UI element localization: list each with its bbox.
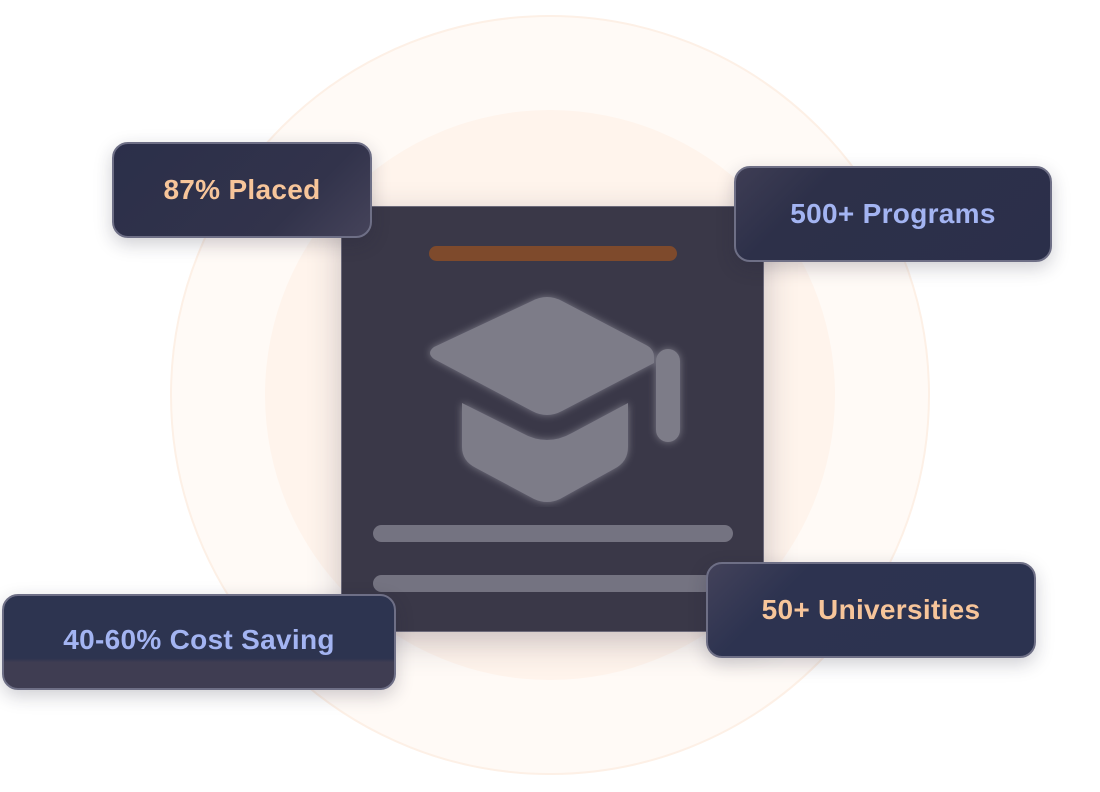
badge-label: 87% Placed xyxy=(163,174,321,205)
graduation-cap-icon xyxy=(430,297,680,502)
badge-label: 50+ Universities xyxy=(761,594,981,625)
education-card xyxy=(341,206,764,632)
stat-badge-universities: 50+ Universities xyxy=(706,562,1036,658)
stat-badge-placed: 87% Placed xyxy=(112,142,372,238)
badge-label: 500+ Programs xyxy=(790,198,996,229)
stat-badge-programs: 500+ Programs xyxy=(734,166,1052,262)
placeholder-line xyxy=(373,525,733,542)
stat-badge-cost-saving: 40-60% Cost Saving xyxy=(2,594,396,690)
badge-label: 40-60% Cost Saving xyxy=(63,624,335,655)
card-accent-bar xyxy=(429,246,677,261)
placeholder-line xyxy=(373,575,713,592)
